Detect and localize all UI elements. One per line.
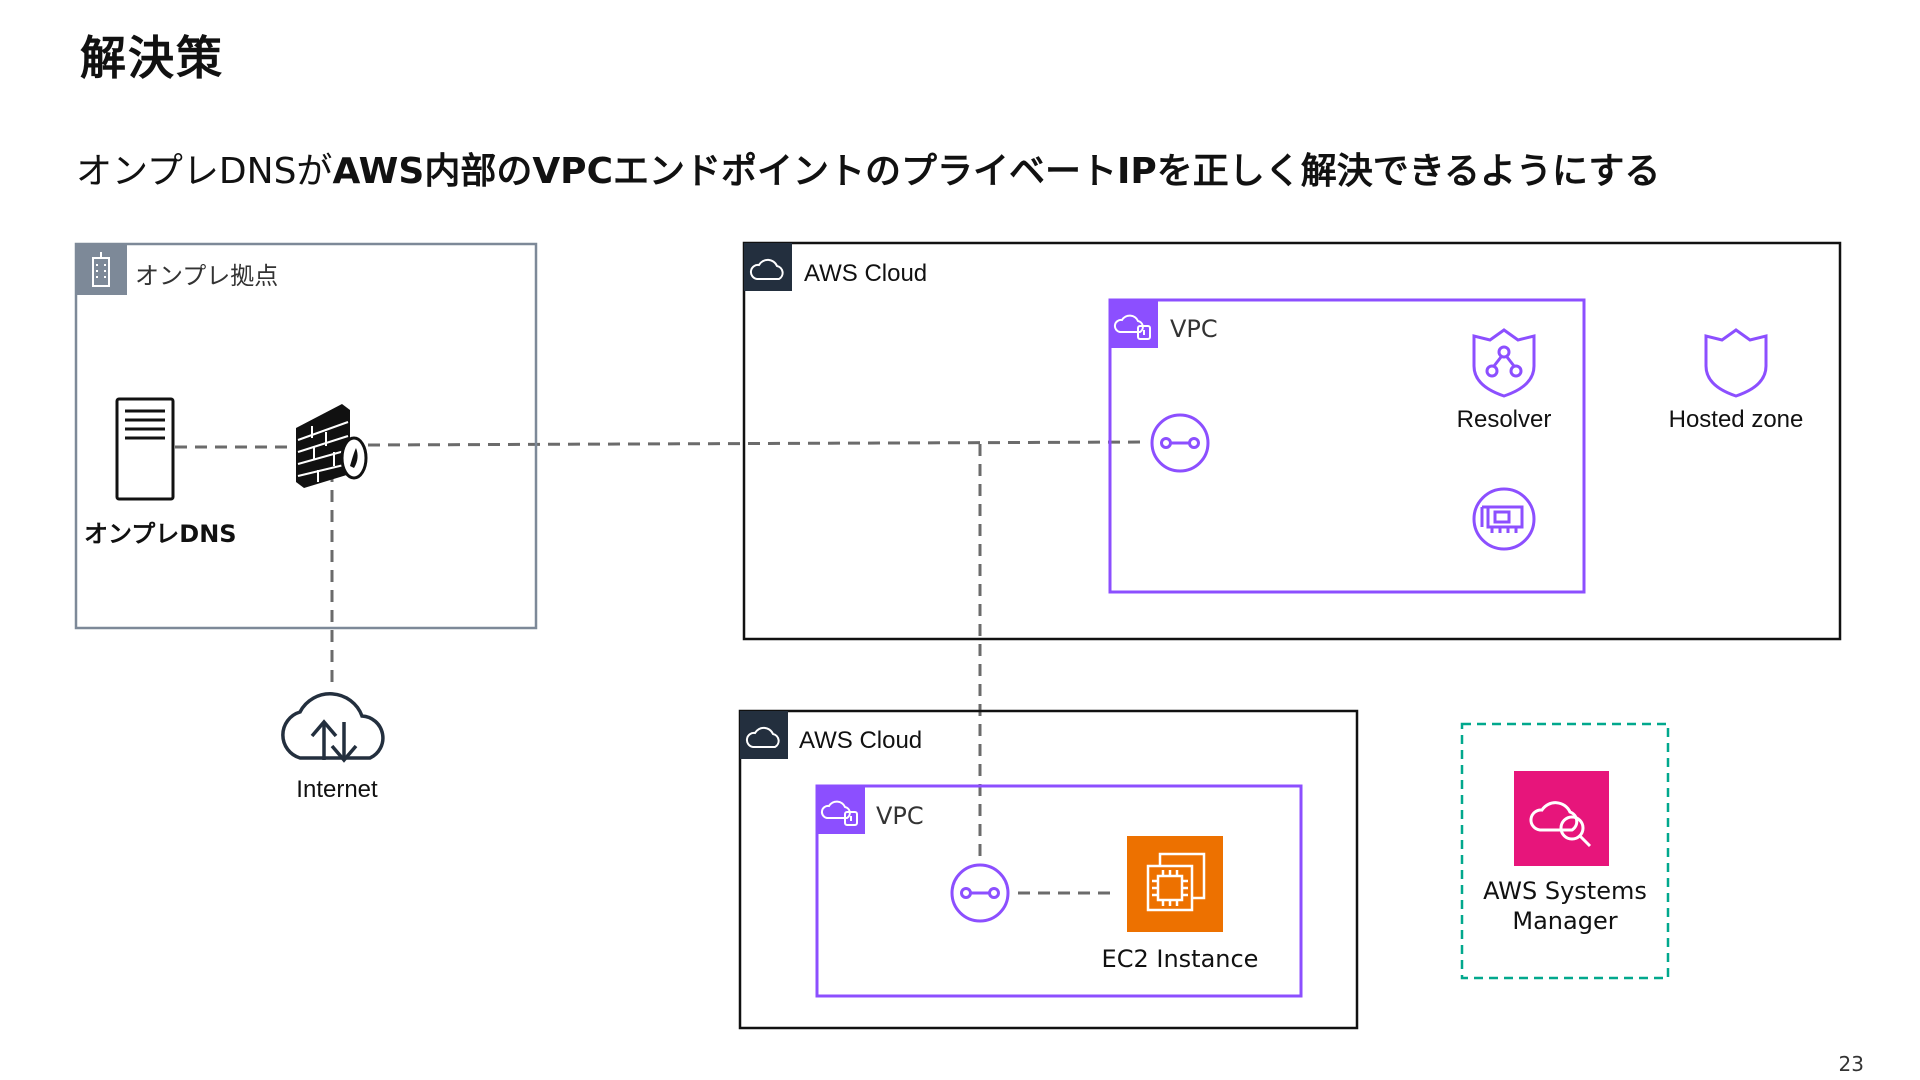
aws-cloud-bottom-label: AWS Cloud — [799, 727, 923, 754]
vpc-top — [1108, 298, 1586, 594]
connector-firewall-vpc-endpoint — [367, 440, 1149, 447]
firewall-icon — [296, 404, 368, 488]
ec2-instance-icon — [1127, 836, 1223, 932]
page-number: 23 — [1838, 1052, 1864, 1076]
building-icon — [92, 252, 110, 287]
vpc-endpoint-icon-bottom — [950, 863, 1010, 923]
aws-cloud-top — [742, 241, 1842, 641]
hosted-zone-icon — [1704, 328, 1768, 398]
network-interface-icon — [1472, 487, 1536, 551]
ssm-label-line2: Manager — [1512, 907, 1618, 935]
vpc-endpoint-icon-top — [1150, 413, 1210, 473]
vpc-bottom-label: VPC — [876, 802, 924, 830]
vpc-cloud-lock-icon — [820, 800, 858, 826]
systems-manager-icon — [1514, 771, 1609, 866]
ec2-instance-label: EC2 Instance — [1101, 945, 1259, 973]
page-subtitle: オンプレDNSがAWS内部のVPCエンドポイントのプライベートIPを正しく解決で… — [76, 142, 1660, 194]
internet-cloud-icon — [281, 692, 385, 763]
server-icon — [115, 397, 175, 501]
resolver-icon — [1472, 328, 1536, 398]
subtitle-plain: オンプレDNSが — [76, 151, 333, 192]
cloud-icon — [745, 726, 780, 748]
onprem-group — [74, 242, 538, 630]
hosted-zone-label: Hosted zone — [1668, 406, 1804, 433]
aws-cloud-top-label: AWS Cloud — [804, 260, 928, 287]
ssm-group — [1460, 722, 1670, 980]
page-title: 解決策 — [80, 31, 224, 85]
subtitle-bold: AWS内部のVPCエンドポイントのプライベートIPを正しく解決できるようにする — [332, 151, 1661, 192]
vpc-bottom — [815, 784, 1303, 998]
onprem-group-label: オンプレ拠点 — [135, 262, 279, 290]
vpc-cloud-lock-icon — [1113, 314, 1151, 340]
onprem-dns-label: オンプレDNS — [84, 520, 237, 548]
aws-cloud-bottom — [738, 709, 1359, 1030]
vpc-top-label: VPC — [1170, 315, 1218, 343]
internet-label: Internet — [296, 776, 378, 803]
ssm-label-line1: AWS Systems — [1483, 877, 1647, 905]
resolver-label: Resolver — [1456, 406, 1552, 433]
cloud-icon — [749, 258, 784, 280]
